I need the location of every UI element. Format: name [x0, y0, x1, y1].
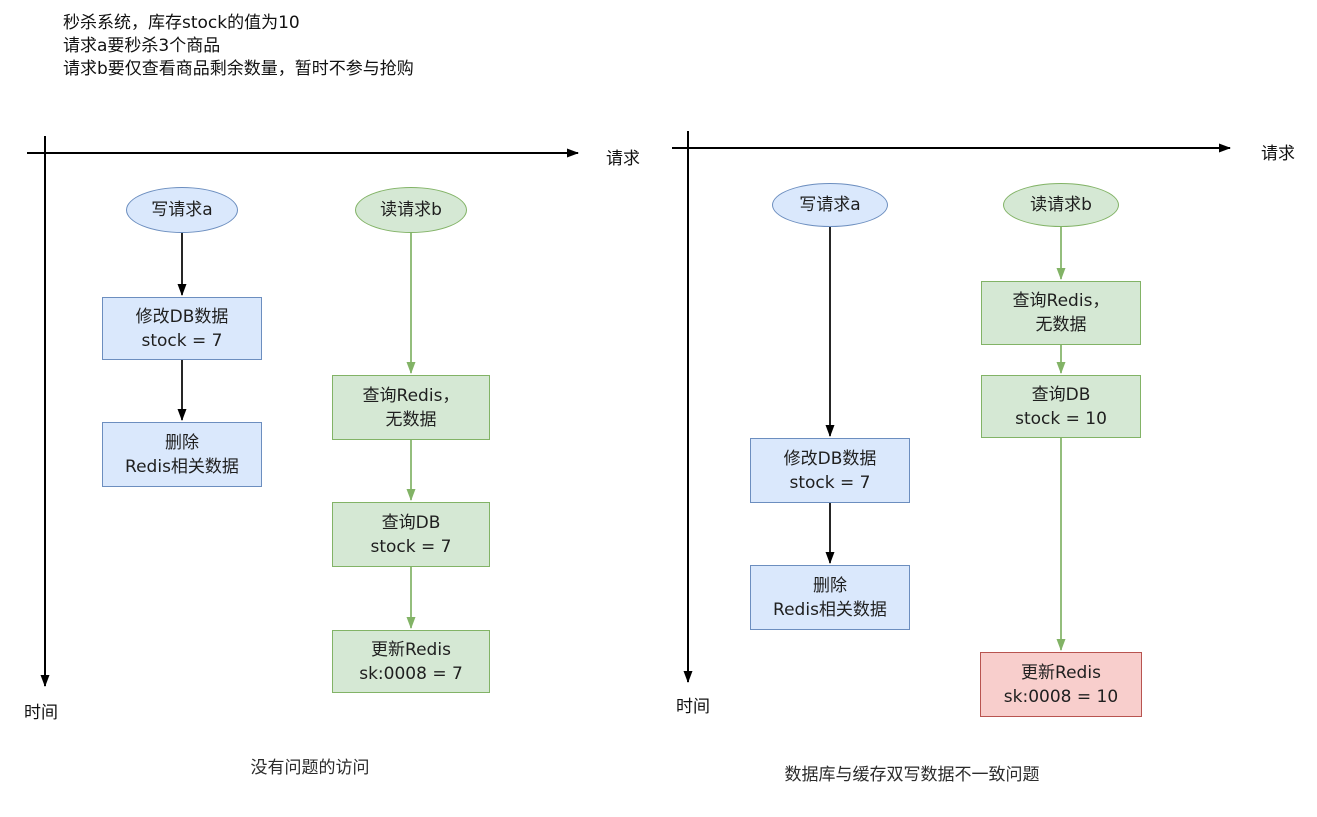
node-text-line: 读请求b: [380, 200, 442, 220]
right-read-step-2-box: 查询DB stock = 10: [981, 375, 1141, 438]
node-text-line: 无数据: [385, 409, 437, 430]
right-read-step-3-box-inconsistent: 更新Redis sk:0008 = 10: [980, 652, 1142, 717]
node-text-line: Redis相关数据: [125, 456, 239, 477]
node-text-line: sk:0008 = 10: [1003, 686, 1119, 707]
node-text-line: 删除: [813, 575, 847, 596]
left-write-step-2-box: 删除 Redis相关数据: [102, 422, 262, 487]
node-text-line: 更新Redis: [1021, 662, 1101, 683]
right-time-axis-label: 时间: [676, 697, 710, 717]
right-write-step-2-box: 删除 Redis相关数据: [750, 565, 910, 630]
node-text-line: 读请求b: [1030, 195, 1092, 215]
left-diagram-caption: 没有问题的访问: [250, 758, 370, 778]
node-text-line: stock = 7: [141, 330, 223, 351]
node-text-line: 查询DB: [381, 512, 441, 533]
node-text-line: 删除: [165, 432, 199, 453]
left-write-step-1-box: 修改DB数据 stock = 7: [102, 297, 262, 360]
left-read-request-ellipse: 读请求b: [355, 187, 467, 233]
node-text-line: 无数据: [1035, 315, 1087, 335]
right-write-request-ellipse: 写请求a: [772, 183, 888, 227]
node-text-line: Redis相关数据: [773, 599, 887, 620]
node-text-line: 查询DB: [1031, 384, 1091, 405]
left-read-step-1-box: 查询Redis， 无数据: [332, 375, 490, 440]
left-time-axis-label: 时间: [24, 703, 58, 723]
left-write-request-ellipse: 写请求a: [126, 187, 238, 233]
node-text-line: 修改DB数据: [135, 306, 229, 327]
right-write-step-1-box: 修改DB数据 stock = 7: [750, 438, 910, 503]
node-text-line: 查询Redis，: [1012, 291, 1110, 311]
problem-description: 秒杀系统，库存stock的值为10 请求a要秒杀3个商品 请求b要仅查看商品剩余…: [63, 12, 414, 81]
node-text-line: 查询Redis，: [362, 385, 460, 406]
node-text-line: sk:0008 = 7: [359, 663, 463, 684]
node-text-line: 写请求a: [799, 195, 861, 215]
left-read-step-2-box: 查询DB stock = 7: [332, 502, 490, 567]
right-request-axis-label: 请求: [1261, 144, 1295, 164]
right-read-request-ellipse: 读请求b: [1003, 183, 1119, 227]
node-text-line: 更新Redis: [371, 639, 451, 660]
left-read-step-3-box: 更新Redis sk:0008 = 7: [332, 630, 490, 693]
description-line: 秒杀系统，库存stock的值为10: [63, 13, 300, 33]
node-text-line: 修改DB数据: [783, 448, 877, 469]
right-read-step-1-box: 查询Redis， 无数据: [981, 281, 1141, 345]
left-request-axis-label: 请求: [606, 149, 640, 169]
description-line: 请求b要仅查看商品剩余数量，暂时不参与抢购: [63, 59, 414, 79]
node-text-line: stock = 10: [1015, 408, 1107, 429]
node-text-line: stock = 7: [789, 472, 871, 493]
right-diagram-caption: 数据库与缓存双写数据不一致问题: [784, 765, 1040, 785]
description-line: 请求a要秒杀3个商品: [63, 36, 221, 56]
node-text-line: stock = 7: [370, 536, 452, 557]
node-text-line: 写请求a: [151, 200, 213, 220]
